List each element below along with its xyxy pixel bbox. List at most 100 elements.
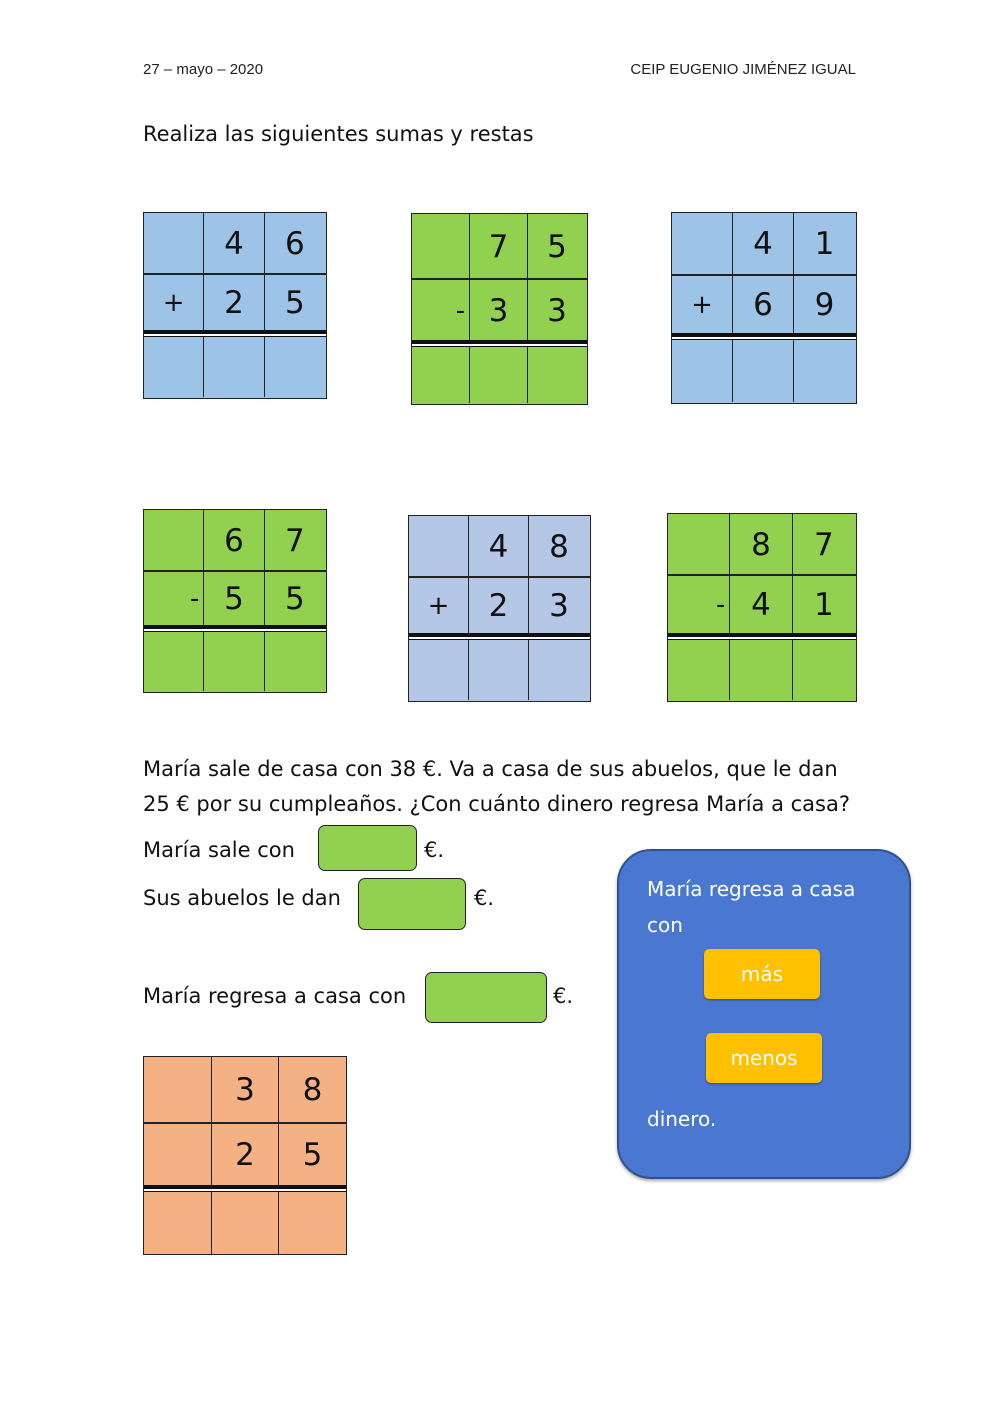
op5-cell-result-1[interactable] <box>469 640 529 700</box>
option-more-button[interactable]: más <box>704 949 820 999</box>
op3-row-divider <box>672 274 856 276</box>
final-cell-bottom-2: 5 <box>302 1136 323 1173</box>
op6-cell-result-0[interactable] <box>668 640 731 700</box>
op4-cell-bottom-0: - <box>144 571 205 627</box>
op4-cell-top-0 <box>144 510 205 571</box>
op6-cell-top-2: 7 <box>813 526 834 563</box>
op3-cell-result-2[interactable] <box>794 340 855 402</box>
panel-line-2: con <box>647 913 683 937</box>
op3-cell-top-0 <box>672 213 733 275</box>
op6-cell-top-0 <box>668 514 731 575</box>
op1-cell-top-2: 6 <box>284 225 305 262</box>
op5-cell-bottom-2: 3 <box>549 588 569 624</box>
op5-cell-result-0[interactable] <box>409 640 469 700</box>
op6-cell-bottom-1: 4 <box>730 575 793 635</box>
op6-cell-bottom-2: 1 <box>813 587 834 623</box>
op3-cell-result-1[interactable] <box>733 340 794 402</box>
header-date: 27 – mayo – 2020 <box>143 61 264 78</box>
op4-cell-top-1: 6 <box>204 510 265 571</box>
op5-cell-top-1: 4 <box>469 516 529 577</box>
op1-equals-line <box>144 330 326 337</box>
op5-row-divider <box>409 576 590 578</box>
op4-equals-line <box>144 625 326 632</box>
op5-cell-bottom-1: 2 <box>469 577 529 635</box>
final-cell-result-0[interactable] <box>144 1192 212 1254</box>
final-cell-top-1: 3 <box>212 1057 279 1123</box>
op4-cell-bottom-1: 5 <box>204 571 265 627</box>
op1-row-divider <box>144 273 326 275</box>
problem-line-1: María sale de casa con 38 €. Va a casa d… <box>143 757 838 781</box>
op1-cell-top-0 <box>144 213 205 274</box>
final-grid: 3 8 2 5 <box>143 1056 347 1255</box>
q3-unit: €. <box>553 984 574 1008</box>
final-cell-result-1[interactable] <box>212 1192 279 1254</box>
q2-unit: €. <box>474 886 495 910</box>
final-cell-top-2: 8 <box>302 1072 323 1108</box>
op1-cell-result-0[interactable] <box>144 337 205 397</box>
word-problem: María sale de casa con 38 €. Va a casa d… <box>143 752 883 822</box>
op1-cell-bottom-1: 2 <box>204 274 265 332</box>
op4-cell-result-1[interactable] <box>204 632 265 691</box>
op1-cell-bottom-0: + <box>144 274 205 332</box>
final-cell-bottom-1: 2 <box>212 1123 279 1186</box>
op2-row-divider <box>412 278 587 280</box>
panel-line-1: María regresa a casa <box>647 877 856 901</box>
op5-equals-line <box>409 633 590 640</box>
choice-panel: María regresa a casa con más menos diner… <box>617 849 911 1179</box>
op3-cell-top-1: 4 <box>733 213 794 275</box>
q2-label: Sus abuelos le dan <box>143 886 341 910</box>
answer-box-grandparents-money[interactable] <box>358 878 466 930</box>
option-less-button[interactable]: menos <box>706 1033 822 1083</box>
op6-cell-top-1: 8 <box>730 514 793 575</box>
final-cell-result-2[interactable] <box>279 1192 346 1254</box>
op4-cell-result-0[interactable] <box>144 632 205 691</box>
op2-cell-result-0[interactable] <box>412 347 470 403</box>
op1-cell-result-2[interactable] <box>265 337 325 397</box>
op1-cell-result-1[interactable] <box>204 337 265 397</box>
op3-cell-bottom-2: 9 <box>814 287 835 323</box>
op1-cell-bottom-2: 5 <box>284 285 305 321</box>
op4-cell-bottom-2: 5 <box>284 581 305 617</box>
answer-box-start-money[interactable] <box>318 825 417 871</box>
op4-cell-result-2[interactable] <box>265 632 325 691</box>
op4-cell-top-2: 7 <box>284 522 305 559</box>
op2-cell-top-0 <box>412 214 470 279</box>
instruction: Realiza las siguientes sumas y restas <box>143 122 534 146</box>
op3-cell-bottom-1: 6 <box>733 275 794 335</box>
op2-cell-bottom-2: 3 <box>547 292 567 329</box>
op5-cell-top-0 <box>409 516 469 577</box>
op5-cell-result-2[interactable] <box>529 640 589 700</box>
final-row-divider <box>144 1122 346 1124</box>
problem-line-2: 25 € por su cumpleaños. ¿Con cuánto dine… <box>143 792 850 816</box>
final-equals-line <box>144 1185 346 1192</box>
op6-row-divider <box>668 574 856 576</box>
op6-cell-result-2[interactable] <box>793 640 855 700</box>
op2-cell-bottom-1: 3 <box>470 279 528 342</box>
q1-label: María sale con <box>143 838 295 862</box>
op2-cell-result-2[interactable] <box>528 347 586 403</box>
op6-cell-bottom-0: - <box>668 575 731 635</box>
q3-label: María regresa a casa con <box>143 984 407 1008</box>
op4-row-divider <box>144 570 326 572</box>
answer-box-final-money[interactable] <box>425 972 547 1023</box>
op3-cell-bottom-0: + <box>672 275 733 335</box>
op6-cell-result-1[interactable] <box>730 640 793 700</box>
q1-unit: €. <box>424 838 445 862</box>
op2-cell-top-1: 7 <box>470 214 528 279</box>
op1-cell-top-1: 4 <box>204 213 265 274</box>
op2-equals-line <box>412 340 587 347</box>
op2-cell-result-1[interactable] <box>470 347 528 403</box>
header-school: CEIP EUGENIO JIMÉNEZ IGUAL <box>630 61 856 78</box>
final-cell-top-0 <box>144 1057 212 1123</box>
panel-ending: dinero. <box>647 1107 717 1131</box>
final-cell-bottom-0 <box>144 1123 212 1186</box>
op5-cell-bottom-0: + <box>409 577 469 635</box>
op3-cell-result-0[interactable] <box>672 340 733 402</box>
op6-equals-line <box>668 633 856 640</box>
